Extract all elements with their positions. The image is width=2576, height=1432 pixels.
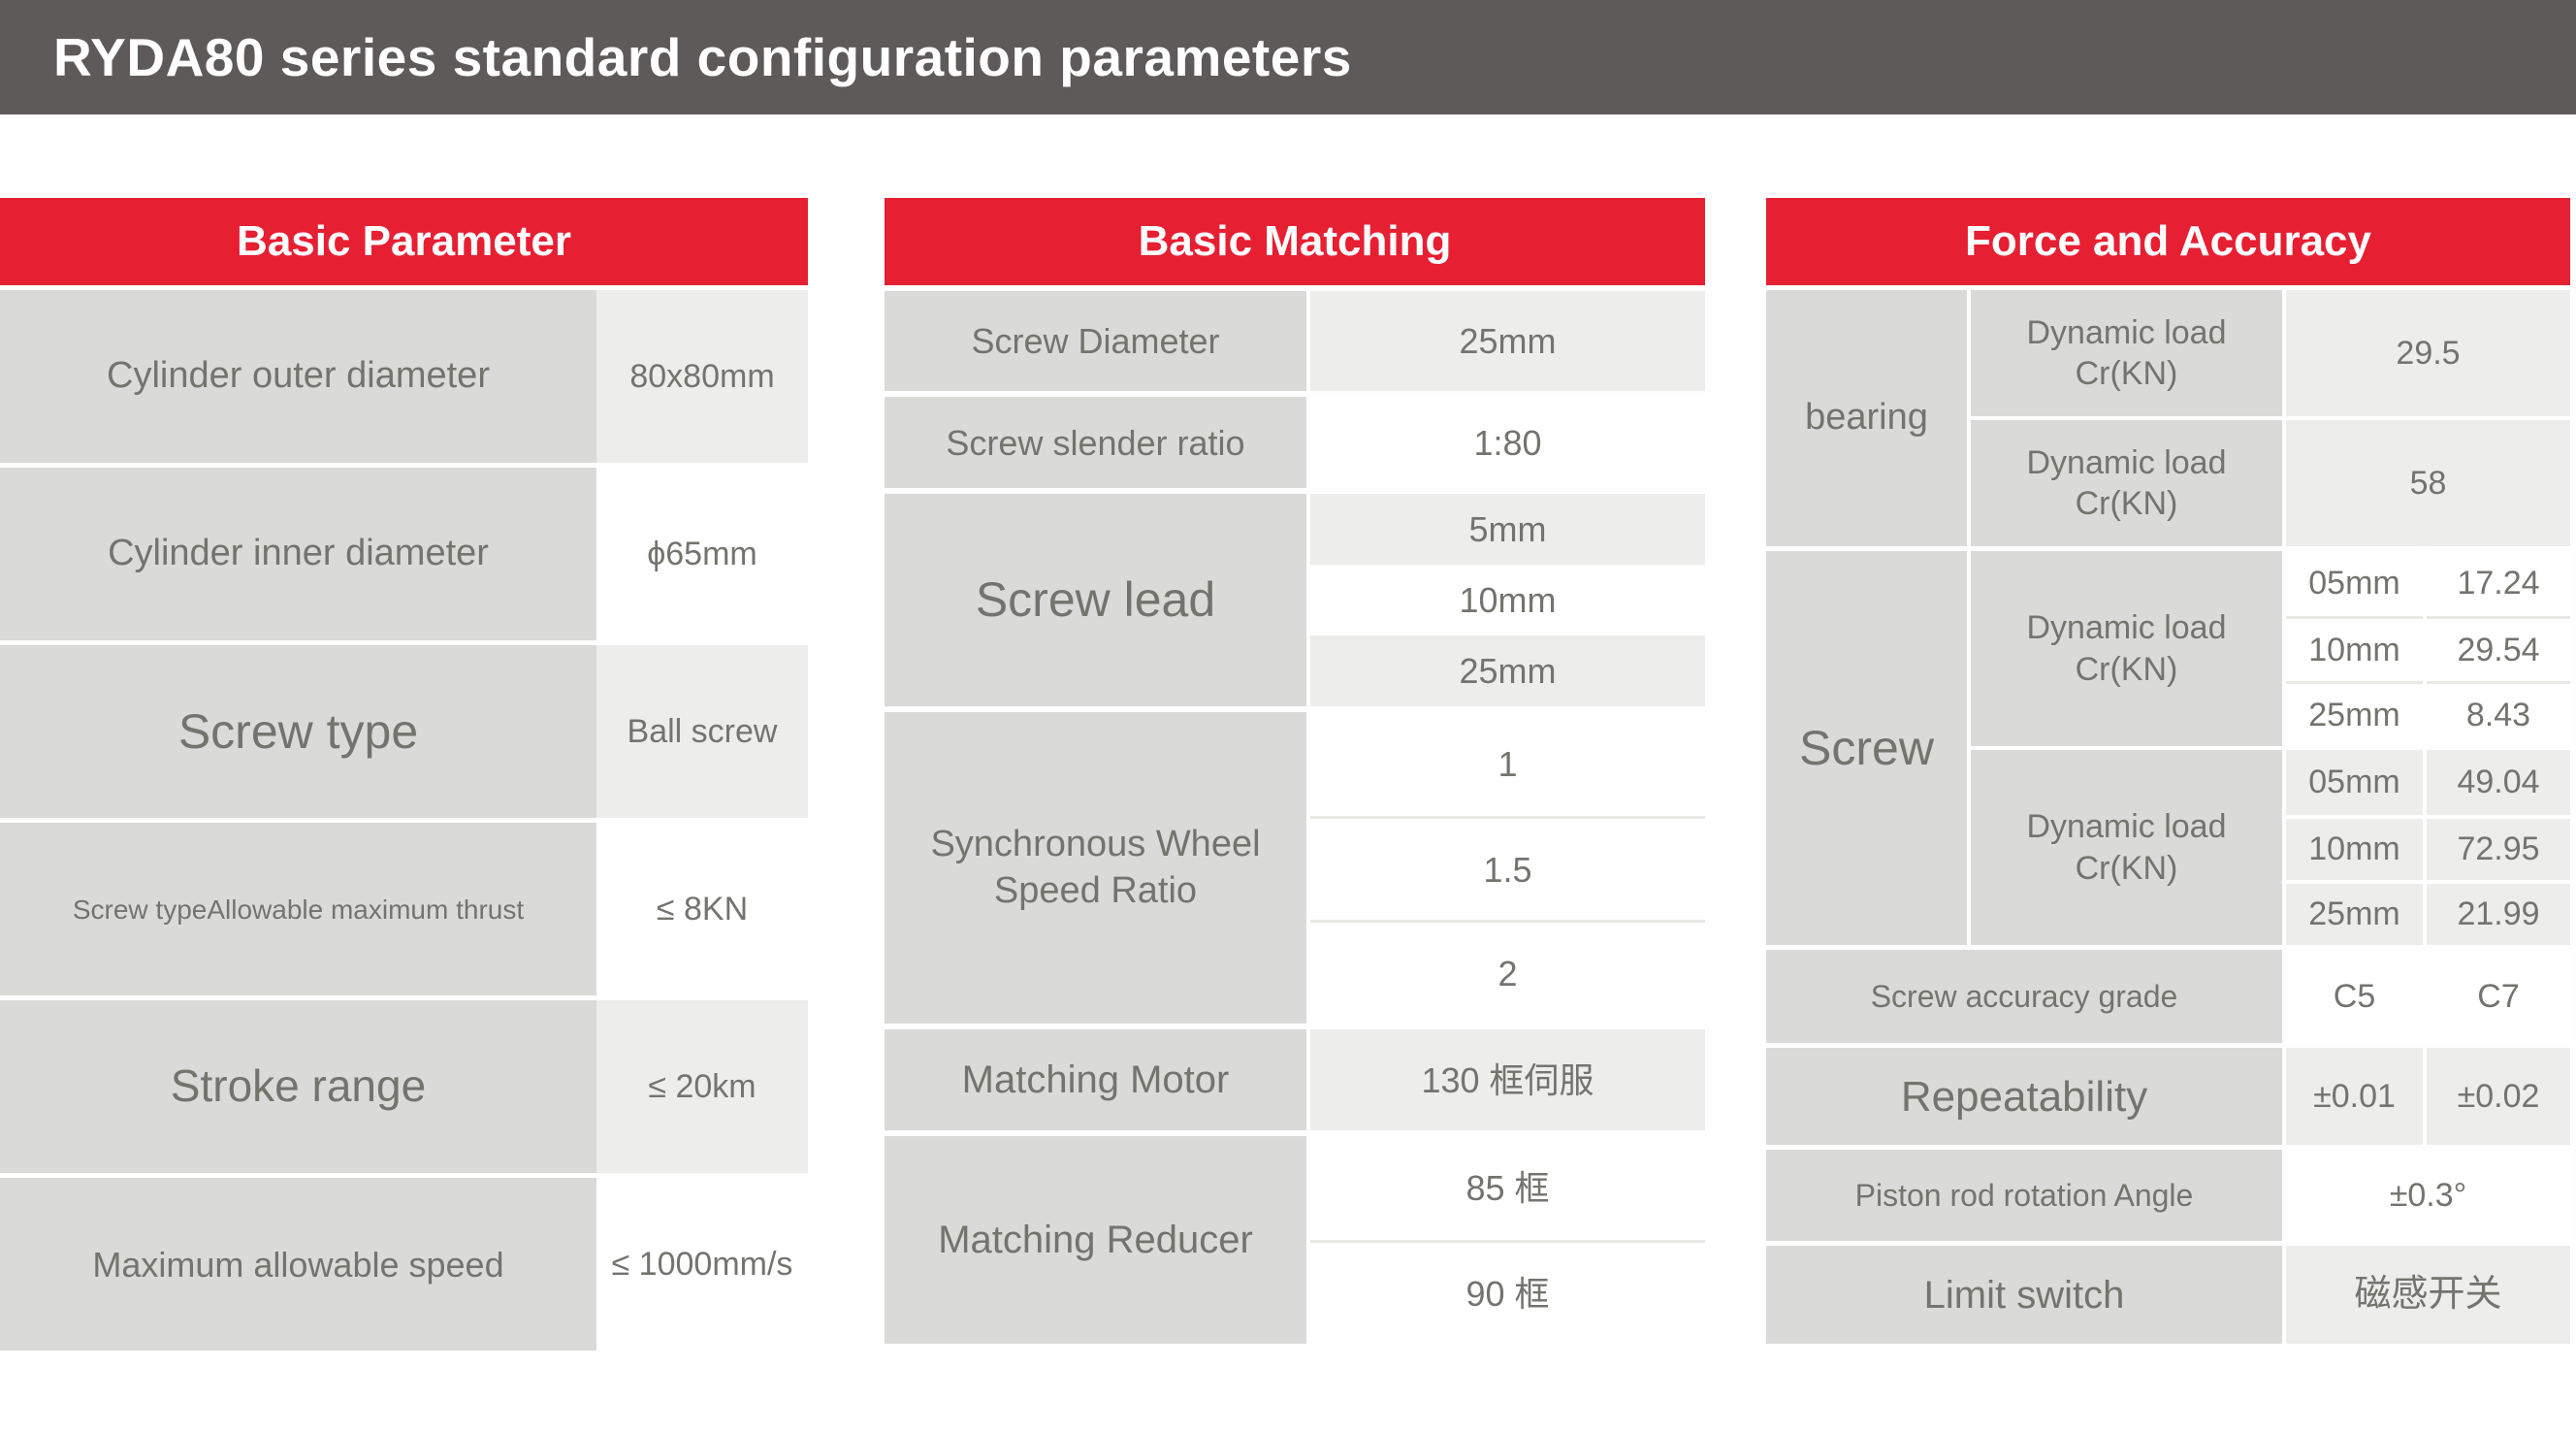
table-row-group: Screw lead 5mm 10mm 25mm	[885, 494, 1705, 706]
sub-row-value: 10mm	[1310, 565, 1705, 635]
row-label: Limit switch	[1766, 1246, 2282, 1344]
row-value: C5	[2286, 950, 2423, 1043]
table-row: Cylinder outer diameter 80x80mm	[0, 290, 808, 463]
sub-row-size: 10mm	[2286, 815, 2423, 880]
row-value: ϕ65mm	[596, 468, 808, 640]
table-row: Limit switch 磁感开关	[1766, 1246, 2570, 1344]
row-value: 29.5	[2286, 290, 2570, 416]
table-row: Maximum allowable speed ≤ 1000mm/s	[0, 1178, 808, 1351]
subgroup-label: Dynamic load Cr(KN)	[1971, 551, 2282, 746]
table-row: Matching Motor 130 框伺服	[885, 1029, 1705, 1130]
table-row: Screw slender ratio 1:80	[885, 397, 1705, 488]
sub-row-value: 25mm	[1310, 635, 1705, 706]
sub-row-size: 05mm	[2286, 551, 2423, 616]
force-accuracy-table: Force and Accuracy bearing Dynamic load …	[1766, 198, 2570, 1344]
sub-row-size: 05mm	[2286, 750, 2423, 815]
row-label: Dynamic load Cr(KN)	[1971, 420, 2282, 546]
bearing-row-group: bearing Dynamic load Cr(KN) 29.5 Dynamic…	[1766, 290, 2570, 546]
row-label: Stroke range	[0, 1000, 596, 1173]
row-value: ≤ 8KN	[596, 823, 808, 995]
table-row: Screw accuracy grade C5 C7	[1766, 950, 2570, 1043]
row-label: Piston rod rotation Angle	[1766, 1150, 2282, 1241]
screw-row-group: Screw Dynamic load Cr(KN) Dynamic load C…	[1766, 551, 2570, 945]
row-label: Screw slender ratio	[885, 397, 1306, 488]
row-value: 25mm	[1310, 291, 1705, 391]
sub-row-value: 85 框	[1310, 1136, 1705, 1240]
sub-row-value: 17.24	[2427, 551, 2570, 616]
subgroup-label: Dynamic load Cr(KN)	[1971, 750, 2282, 945]
table-row: Piston rod rotation Angle ±0.3°	[1766, 1150, 2570, 1241]
sub-row-value: 72.95	[2427, 815, 2570, 880]
basic-parameter-header: Basic Parameter	[0, 198, 808, 285]
title-bar: RYDA80 series standard configuration par…	[0, 0, 2576, 114]
sub-row-value: 90 框	[1310, 1240, 1705, 1344]
basic-matching-table: Basic Matching Screw Diameter 25mm Screw…	[885, 198, 1705, 1344]
table-row: Stroke range ≤ 20km	[0, 1000, 808, 1173]
sub-row-value: 1	[1310, 712, 1705, 816]
row-label: Screw type	[0, 645, 596, 818]
force-accuracy-header: Force and Accuracy	[1766, 198, 2570, 285]
row-value: ≤ 20km	[596, 1000, 808, 1173]
row-label: Repeatability	[1766, 1048, 2282, 1145]
group-label: Synchronous Wheel Speed Ratio	[885, 712, 1306, 1024]
table-row-group: Synchronous Wheel Speed Ratio 1 1.5 2	[885, 712, 1705, 1024]
row-value: 1:80	[1310, 397, 1705, 488]
row-label: Maximum allowable speed	[0, 1178, 596, 1351]
sub-row-size: 10mm	[2286, 616, 2423, 681]
group-label: Matching Reducer	[885, 1136, 1306, 1344]
sub-row-value: 5mm	[1310, 494, 1705, 565]
sub-row-size: 25mm	[2286, 880, 2423, 945]
basic-matching-header: Basic Matching	[885, 198, 1705, 285]
sub-row-value: 21.99	[2427, 880, 2570, 945]
table-row: Screw typeAllowable maximum thrust ≤ 8KN	[0, 823, 808, 995]
row-value: Ball screw	[596, 645, 808, 818]
group-label: Screw lead	[885, 494, 1306, 706]
row-value: ±0.3°	[2286, 1150, 2570, 1241]
group-label: bearing	[1766, 290, 1967, 546]
row-label: Screw typeAllowable maximum thrust	[0, 823, 596, 995]
row-label: Matching Motor	[885, 1029, 1306, 1130]
page-title: RYDA80 series standard configuration par…	[53, 27, 1352, 87]
row-label: Cylinder inner diameter	[0, 468, 596, 640]
table-row-group: Matching Reducer 85 框 90 框	[885, 1136, 1705, 1344]
table-row: Repeatability ±0.01 ±0.02	[1766, 1048, 2570, 1145]
row-value: 80x80mm	[596, 290, 808, 463]
row-value: 130 框伺服	[1310, 1029, 1705, 1130]
row-value: ≤ 1000mm/s	[596, 1178, 808, 1351]
row-value: C7	[2427, 950, 2570, 1043]
sub-row-value: 2	[1310, 920, 1705, 1024]
row-label: Cylinder outer diameter	[0, 290, 596, 463]
row-value: ±0.01	[2286, 1048, 2423, 1145]
row-value: ±0.02	[2427, 1048, 2570, 1145]
sub-row-value: 49.04	[2427, 750, 2570, 815]
table-row: Screw Diameter 25mm	[885, 291, 1705, 391]
row-label: Screw Diameter	[885, 291, 1306, 391]
row-label: Screw accuracy grade	[1766, 950, 2282, 1043]
sub-row-size: 25mm	[2286, 681, 2423, 746]
table-row: Cylinder inner diameter ϕ65mm	[0, 468, 808, 640]
table-row: Screw type Ball screw	[0, 645, 808, 818]
sub-row-value: 1.5	[1310, 816, 1705, 920]
group-label: Screw	[1766, 551, 1967, 945]
row-value: 58	[2286, 420, 2570, 546]
basic-parameter-table: Basic Parameter Cylinder outer diameter …	[0, 198, 808, 1351]
sub-row-value: 29.54	[2427, 616, 2570, 681]
row-label: Dynamic load Cr(KN)	[1971, 290, 2282, 416]
sub-row-value: 8.43	[2427, 681, 2570, 746]
row-value: 磁感开关	[2286, 1246, 2570, 1344]
